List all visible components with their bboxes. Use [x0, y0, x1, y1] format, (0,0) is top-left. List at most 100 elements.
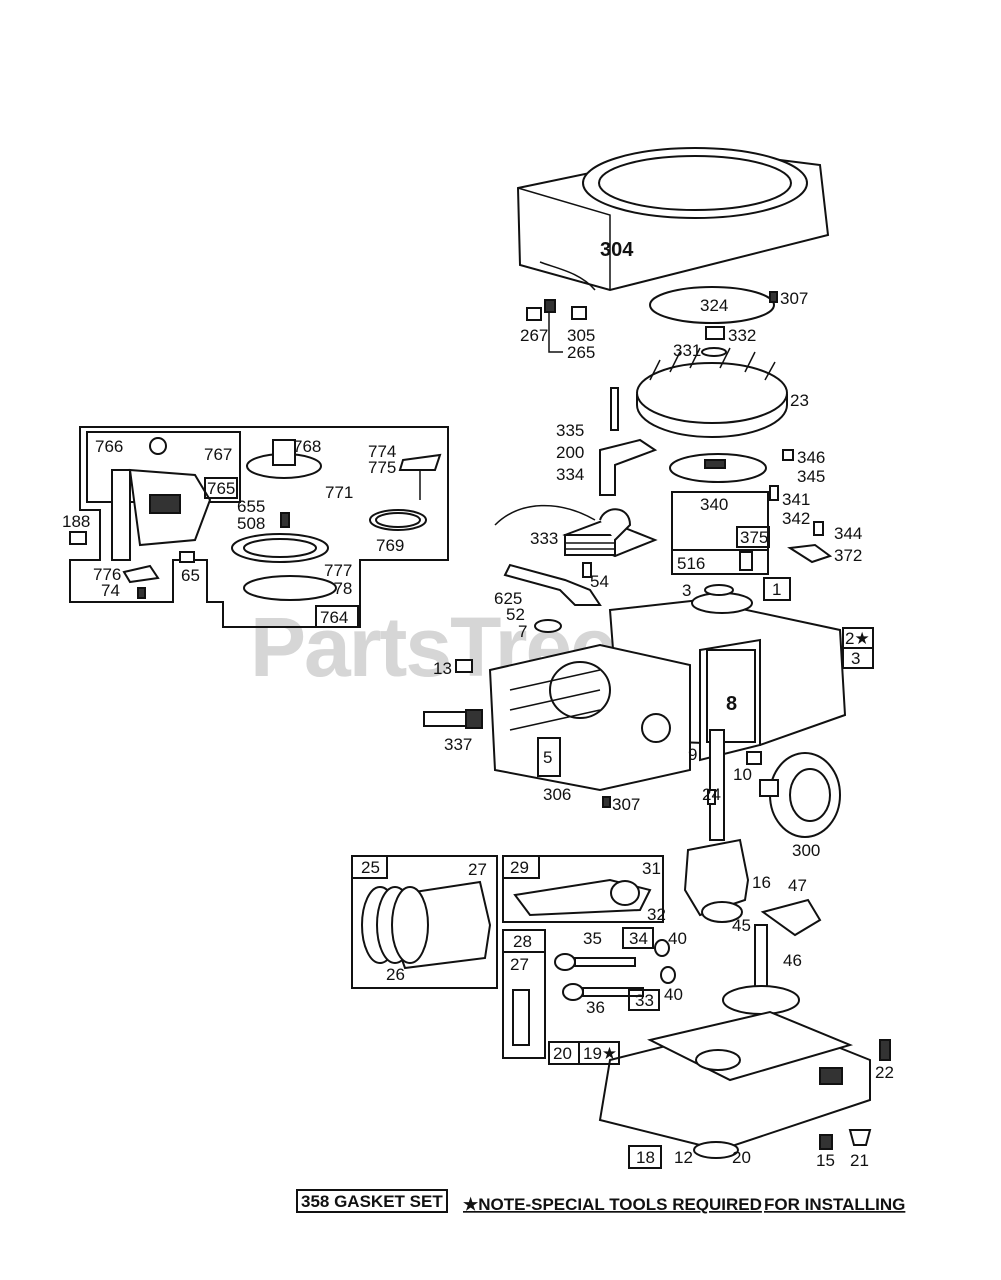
starter-handle-774[interactable]: [398, 453, 442, 500]
callout-267: 267: [520, 326, 548, 345]
callout-306: 306: [543, 785, 571, 804]
oil-sump-18[interactable]: [598, 1010, 871, 1152]
callout-776: 776: [93, 565, 121, 584]
callout-20-bottom: 20: [732, 1148, 751, 1167]
plug-15: [819, 1134, 833, 1150]
callout-265: 265: [567, 343, 595, 362]
bolt-335: [610, 387, 619, 431]
breather-tube-625[interactable]: [503, 563, 602, 606]
bolt-65: [179, 551, 195, 563]
callout-36: 36: [586, 998, 605, 1017]
callout-307-top: 307: [780, 289, 808, 308]
starter-pulley-768[interactable]: [246, 439, 322, 479]
callout-26: 26: [386, 965, 405, 984]
callout-774: 774: [368, 442, 396, 461]
bolt-13: [455, 659, 473, 673]
callout-21: 21: [850, 1151, 869, 1170]
intake-valve-35[interactable]: [554, 953, 636, 971]
armature-cover-345[interactable]: [669, 453, 767, 483]
rewind-spring-769[interactable]: [369, 509, 427, 531]
seal-20: [693, 1141, 739, 1159]
callout-324: 324: [700, 296, 728, 315]
key-24: [707, 789, 716, 805]
callout-769: 769: [376, 536, 404, 555]
callout-346: 346: [797, 448, 825, 467]
bolt-188: [69, 531, 87, 545]
callout-52: 52: [506, 605, 525, 624]
rod-group-box: [502, 855, 664, 923]
cylinder-head-306[interactable]: [488, 643, 691, 792]
callout-16: 16: [752, 873, 771, 892]
callout-22: 22: [875, 1063, 894, 1082]
cover-plate-778[interactable]: [243, 575, 337, 601]
piston-25[interactable]: [361, 880, 492, 970]
callout-625: 625: [494, 589, 522, 608]
screw-307-bottom: [602, 796, 611, 808]
gasket-set-box: [296, 1189, 448, 1213]
screw-341: [769, 485, 779, 501]
callout-332: 332: [728, 326, 756, 345]
spark-plug-337[interactable]: [423, 709, 483, 729]
callout-300: 300: [792, 841, 820, 860]
callout-box-375: [736, 526, 770, 548]
spring-assembly-777[interactable]: [231, 533, 329, 563]
callout-188: 188: [62, 512, 90, 531]
callout-8: 8: [726, 693, 737, 715]
crankshaft-16[interactable]: [683, 729, 750, 923]
blower-housing-304[interactable]: [516, 147, 830, 292]
plug-10: [746, 751, 762, 765]
screw-54: [582, 562, 592, 578]
screw-344: [813, 521, 824, 536]
callout-341: 341: [782, 490, 810, 509]
callout-337: 337: [444, 735, 472, 754]
seal-3: [704, 584, 734, 596]
callout-766: 766: [95, 437, 123, 456]
camshaft-46[interactable]: [722, 924, 800, 1015]
callout-765: 765: [207, 479, 235, 498]
callout-767: 767: [204, 445, 232, 464]
gasket-52: [534, 619, 562, 633]
callout-40-bottom: 40: [664, 985, 683, 1004]
piston-group-box: [351, 855, 498, 989]
callout-345: 345: [797, 467, 825, 486]
screw-508: [280, 512, 290, 528]
callout-335: 335: [556, 421, 584, 440]
governor-47[interactable]: [760, 898, 822, 937]
clip-372: [787, 543, 833, 564]
tappet-27[interactable]: [512, 989, 530, 1046]
for-installing-note: FOR INSTALLING: [764, 1195, 905, 1214]
callout-34: 34: [629, 929, 648, 948]
callout-65: 65: [181, 566, 200, 585]
muffler-300[interactable]: [759, 752, 841, 838]
flywheel-23[interactable]: [636, 347, 788, 438]
plug-21: [848, 1129, 872, 1146]
breather-8[interactable]: [706, 649, 756, 743]
callout-24: 24: [702, 785, 721, 804]
starter-housing-765[interactable]: [111, 468, 212, 561]
callout-13: 13: [433, 659, 452, 678]
bracket-200[interactable]: [599, 438, 658, 496]
callout-5: 5: [543, 748, 552, 767]
bolt-305: [571, 306, 587, 320]
callout-340: 340: [700, 495, 728, 514]
callout-15: 15: [816, 1151, 835, 1170]
screw-22: [879, 1039, 891, 1061]
connecting-rod-29[interactable]: [513, 878, 652, 917]
callout-768: 768: [293, 437, 321, 456]
callout-307-bottom: 307: [612, 795, 640, 814]
armature-333[interactable]: [494, 504, 658, 558]
exhaust-valve-36[interactable]: [562, 983, 644, 1001]
callout-777: 777: [324, 561, 352, 580]
callout-box-18: [628, 1145, 662, 1169]
pulley-766: [149, 437, 167, 455]
rotating-screen-324[interactable]: [649, 286, 775, 324]
callout-25: 25: [361, 858, 380, 877]
callout-29: 29: [510, 858, 529, 877]
callout-3-top: 3: [682, 581, 691, 600]
callout-344: 344: [834, 524, 862, 543]
callout-27-bottom: 27: [510, 955, 529, 974]
condenser-375: [739, 551, 753, 571]
callout-9: 9: [688, 745, 697, 764]
gasket-set-label: 358 GASKET SET: [301, 1192, 443, 1211]
